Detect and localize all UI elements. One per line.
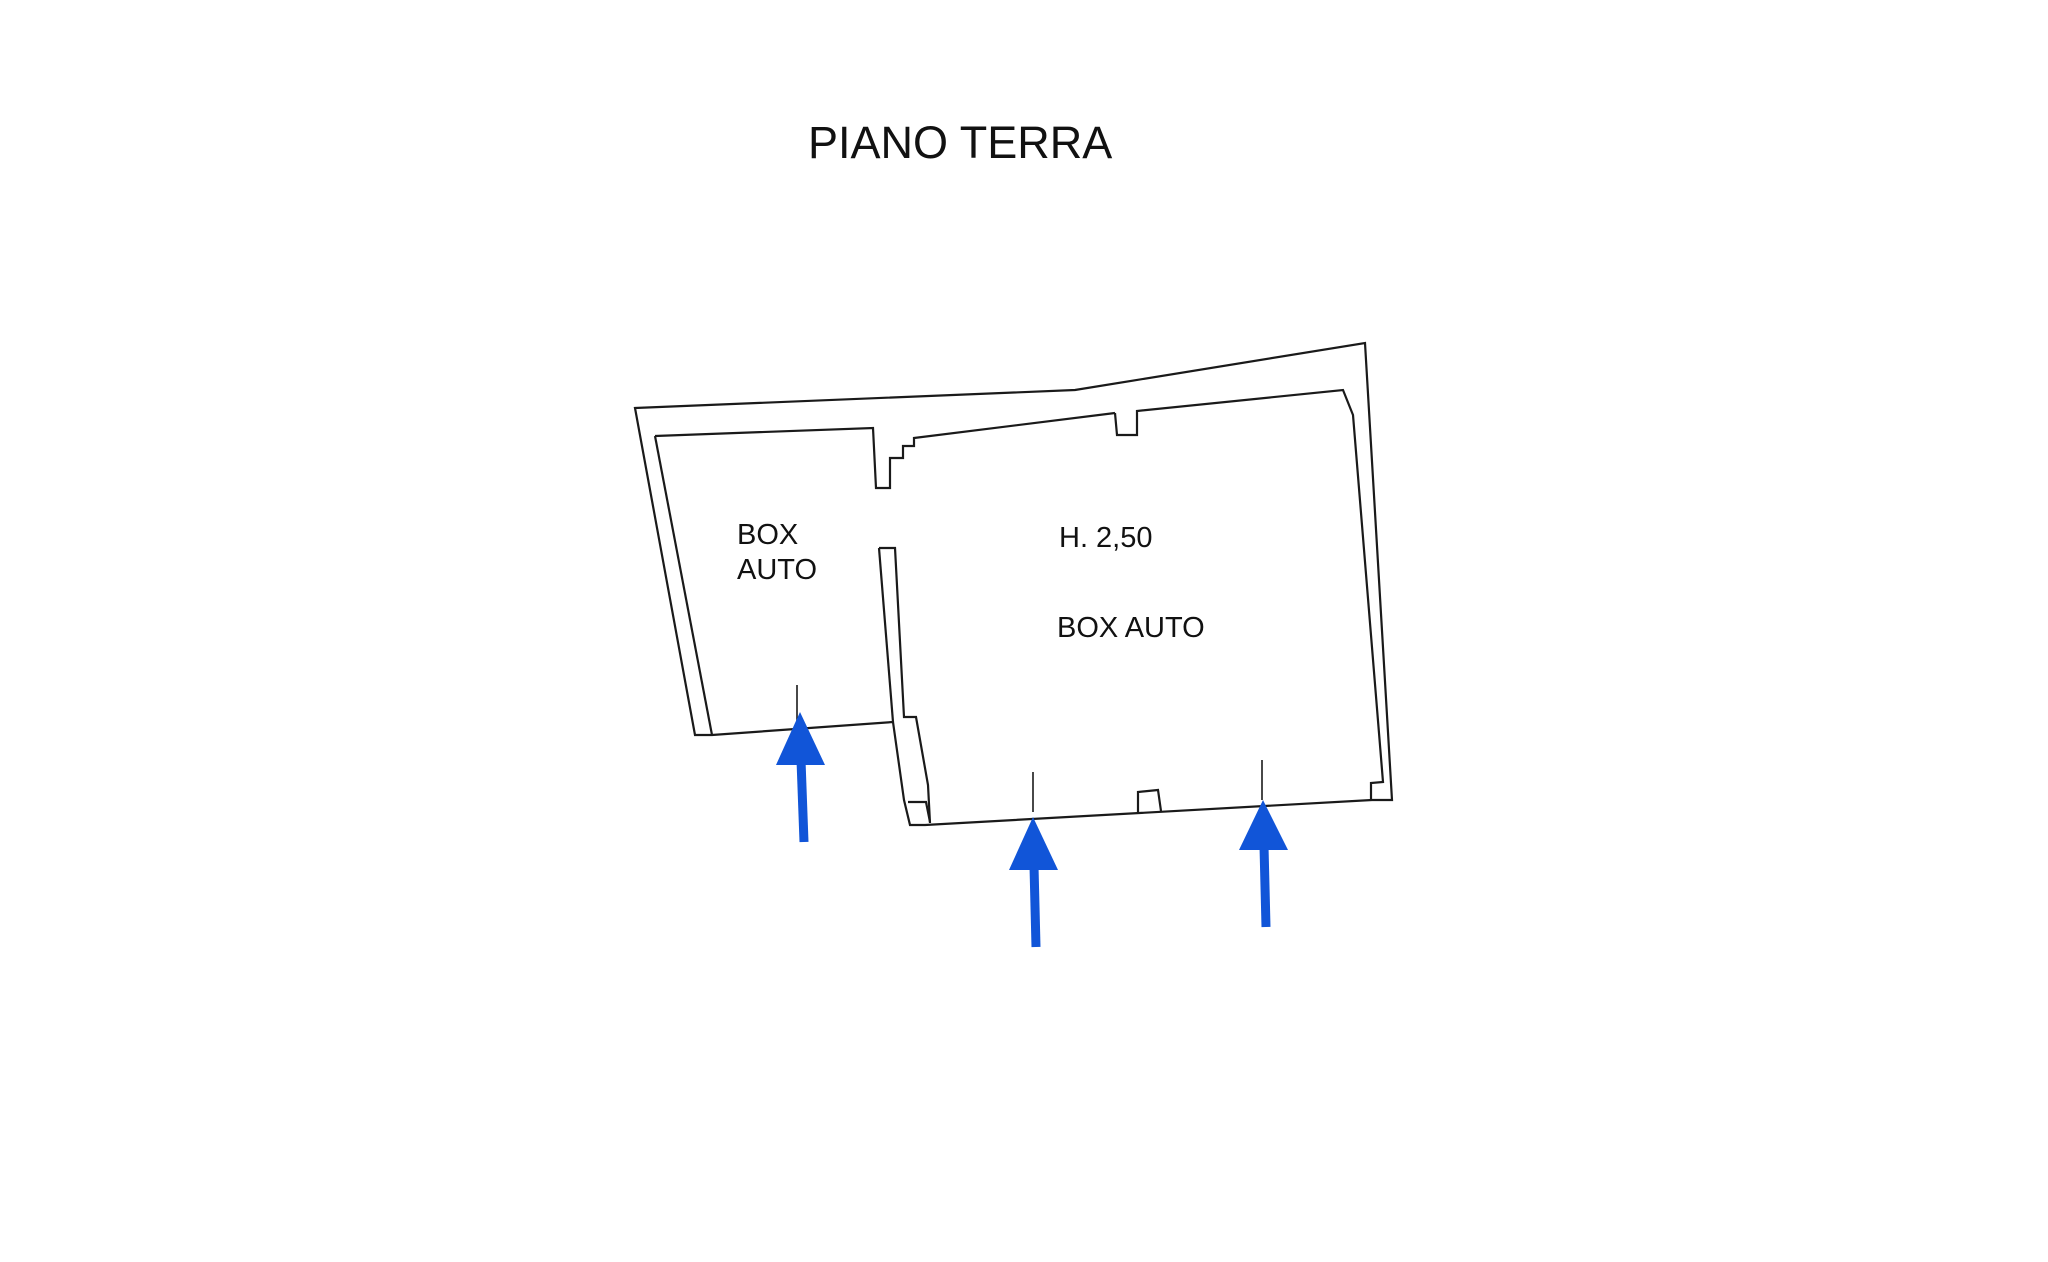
large-box-label: BOX AUTO [1057, 612, 1205, 644]
small-box-left-inner-wall [653, 435, 714, 736]
wall-corner-pilaster [908, 800, 932, 823]
outer-wall [633, 341, 1394, 827]
bottom-pilaster [1136, 788, 1163, 813]
small-box-interior-wall [654, 411, 1116, 490]
large-box-height-label: H. 2,50 [1059, 522, 1153, 554]
entrance-arrow-right [1239, 800, 1288, 928]
dividing-wall-left-face [877, 547, 895, 723]
large-box-interior-wall [1113, 388, 1385, 800]
small-box-label-line1: BOX [737, 519, 798, 551]
entrance-arrow-middle [1009, 817, 1058, 948]
dividing-wall [879, 546, 932, 824]
small-box-label-line2: AUTO [737, 554, 817, 586]
entrance-arrow-small [776, 712, 825, 843]
floor-title: PIANO TERRA [808, 117, 1112, 168]
